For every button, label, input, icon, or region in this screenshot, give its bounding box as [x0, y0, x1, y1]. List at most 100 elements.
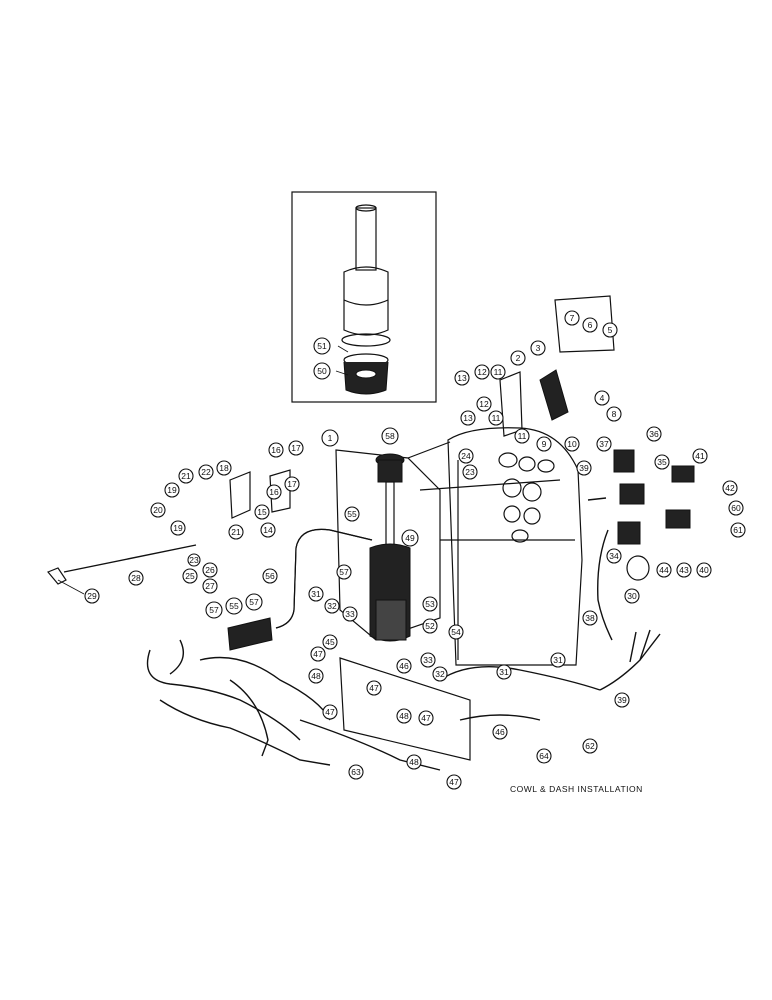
intake-hose	[227, 528, 373, 651]
svg-text:31: 31	[311, 589, 321, 599]
svg-text:19: 19	[167, 485, 177, 495]
callout-11a: 11	[490, 364, 506, 380]
svg-text:50: 50	[317, 366, 327, 376]
svg-text:11: 11	[492, 413, 501, 423]
callout-23a: 23	[462, 464, 478, 480]
callout-48a: 48	[308, 668, 324, 684]
svg-text:63: 63	[351, 767, 361, 777]
callout-38: 38	[582, 610, 598, 626]
callout-34: 34	[606, 548, 622, 564]
callout-16b: 16	[266, 484, 282, 500]
cowl-side-panel	[335, 441, 575, 641]
callout-47c: 47	[322, 704, 338, 720]
callout-26: 26	[202, 562, 218, 578]
svg-text:4: 4	[600, 393, 605, 403]
callout-12b: 12	[476, 396, 492, 412]
svg-text:17: 17	[287, 479, 297, 489]
svg-text:39: 39	[617, 695, 627, 705]
callout-46b: 46	[492, 724, 508, 740]
callout-46a: 46	[396, 658, 412, 674]
svg-text:30: 30	[627, 591, 637, 601]
svg-text:16: 16	[269, 487, 279, 497]
svg-text:12: 12	[477, 367, 487, 377]
svg-text:57: 57	[209, 605, 219, 615]
svg-text:46: 46	[495, 727, 505, 737]
callout-2: 2	[510, 350, 526, 366]
callout-13a: 13	[454, 370, 470, 386]
callout-63: 63	[348, 764, 364, 780]
callout-52: 52	[422, 618, 438, 634]
callout-39a: 39	[576, 460, 592, 476]
wiring-harness	[146, 497, 661, 771]
callout-6: 6	[582, 317, 598, 333]
svg-text:48: 48	[399, 711, 409, 721]
svg-text:47: 47	[369, 683, 379, 693]
svg-text:32: 32	[435, 669, 445, 679]
svg-text:9: 9	[542, 439, 547, 449]
callout-14: 14	[260, 522, 276, 538]
callout-32a: 32	[324, 598, 340, 614]
svg-text:49: 49	[405, 533, 415, 543]
mounting-plate	[339, 657, 471, 761]
svg-text:27: 27	[205, 581, 215, 591]
svg-text:33: 33	[423, 655, 433, 665]
callout-29: 29	[84, 588, 100, 604]
callout-20: 20	[150, 502, 166, 518]
svg-text:12: 12	[479, 399, 489, 409]
callout-25: 25	[182, 568, 198, 584]
svg-text:42: 42	[725, 483, 735, 493]
svg-text:39: 39	[579, 463, 589, 473]
svg-text:7: 7	[570, 313, 575, 323]
svg-text:6: 6	[588, 320, 593, 330]
callout-55a: 55	[344, 506, 360, 522]
callout-64: 64	[536, 748, 552, 764]
svg-text:47: 47	[421, 713, 431, 723]
svg-text:40: 40	[699, 565, 709, 575]
svg-text:44: 44	[659, 565, 669, 575]
svg-text:16: 16	[271, 445, 281, 455]
throttle-bracket	[229, 469, 291, 519]
svg-text:37: 37	[599, 439, 609, 449]
throttle-rod	[47, 544, 197, 595]
callout-27: 27	[202, 578, 218, 594]
callout-40: 40	[696, 562, 712, 578]
callout-47b: 47	[366, 680, 382, 696]
svg-text:41: 41	[695, 451, 705, 461]
svg-text:60: 60	[731, 503, 741, 513]
svg-text:57: 57	[339, 567, 349, 577]
callout-21a: 21	[178, 468, 194, 484]
svg-text:22: 22	[201, 467, 211, 477]
callout-4: 4	[594, 390, 610, 406]
callout-31c: 31	[550, 652, 566, 668]
callout-33b: 33	[420, 652, 436, 668]
callout-48b: 48	[396, 708, 412, 724]
svg-text:20: 20	[153, 505, 163, 515]
callout-22: 22	[198, 464, 214, 480]
svg-text:48: 48	[311, 671, 321, 681]
svg-text:21: 21	[231, 527, 241, 537]
svg-text:62: 62	[585, 741, 595, 751]
callout-51: 51	[313, 337, 331, 355]
callouts: 51 50 7 6 5 3 2 11 12 13 12 13 11 11 9 1…	[84, 310, 746, 790]
callout-1: 1	[321, 429, 339, 447]
callout-12a: 12	[474, 364, 490, 380]
callout-57c: 57	[245, 593, 263, 611]
callout-56: 56	[262, 568, 278, 584]
svg-text:48: 48	[409, 757, 419, 767]
callout-39b: 39	[614, 692, 630, 708]
callout-44: 44	[656, 562, 672, 578]
callout-57b: 57	[205, 601, 223, 619]
hood-latch-bracket	[499, 295, 615, 437]
svg-text:58: 58	[385, 431, 395, 441]
svg-text:57: 57	[249, 597, 259, 607]
callout-35: 35	[654, 454, 670, 470]
callout-19b: 19	[170, 520, 186, 536]
svg-text:14: 14	[263, 525, 273, 535]
callout-28: 28	[128, 570, 144, 586]
callout-54: 54	[448, 624, 464, 640]
callout-45: 45	[322, 634, 338, 650]
svg-text:29: 29	[87, 591, 97, 601]
callout-24: 24	[458, 448, 474, 464]
svg-text:53: 53	[425, 599, 435, 609]
svg-text:54: 54	[451, 627, 461, 637]
